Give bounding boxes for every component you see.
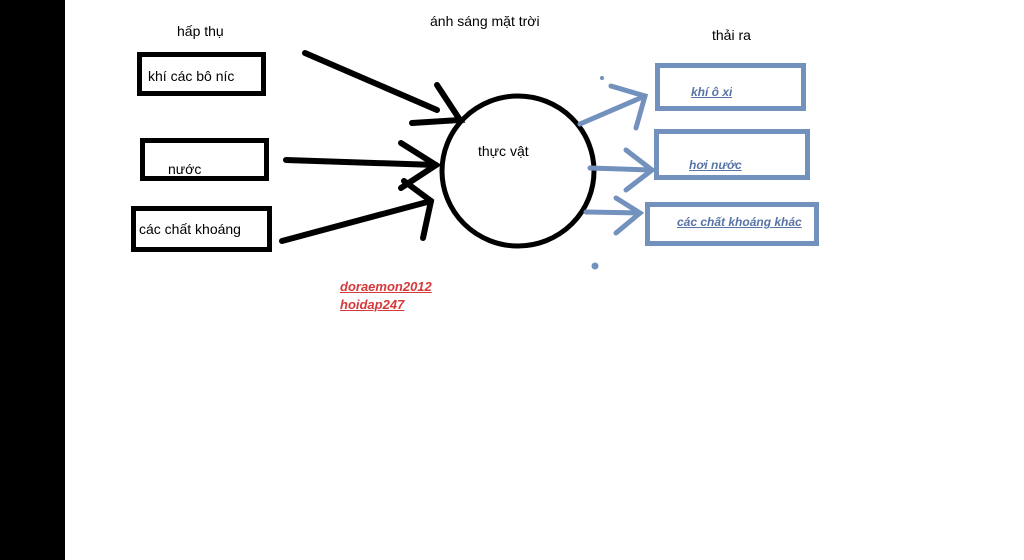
output-label-vapor: hơi nước (689, 158, 742, 172)
sunlight-label: ánh sáng mặt trời (430, 13, 540, 29)
output-box-oxygen: khí ô xi (655, 63, 806, 111)
output-label-minerals-out: các chất khoáng khác (677, 215, 802, 229)
release-label: thải ra (712, 27, 751, 43)
input-arrows (279, 50, 466, 244)
blue-dot-small (600, 76, 604, 80)
output-box-vapor: hơi nước (654, 129, 810, 180)
output-arrow-oxygen-head (608, 83, 649, 131)
input-label-water: nước (168, 161, 202, 177)
input-arrow-minerals (279, 198, 434, 244)
input-box-minerals: các chất khoáng (131, 206, 272, 252)
input-arrow-minerals-head (401, 178, 435, 241)
credit-line-2: hoidap247 (340, 297, 405, 312)
plant-label: thực vật (478, 143, 529, 159)
output-arrow-oxygen (577, 93, 648, 127)
input-label-minerals: các chất khoáng (139, 221, 241, 237)
output-box-minerals-out: các chất khoáng khác (645, 202, 819, 246)
output-arrows (577, 83, 657, 236)
input-arrow-water (283, 157, 439, 168)
input-arrow-co2 (302, 50, 440, 113)
plant-circle (439, 93, 597, 249)
output-label-oxygen: khí ô xi (691, 85, 733, 99)
output-arrow-vapor-head (623, 147, 657, 193)
input-label-co2: khí các bô níc (148, 68, 235, 84)
output-arrow-minerals-out (583, 209, 643, 216)
input-box-water: nước (140, 138, 269, 181)
input-arrow-co2-head (409, 82, 466, 126)
credit-line-1: doraemon2012 (340, 279, 432, 294)
absorb-label: hấp thụ (177, 23, 224, 39)
output-arrow-vapor (587, 165, 655, 173)
output-arrow-minerals-out-head (613, 195, 645, 236)
blue-dot (591, 262, 599, 270)
left-black-bar (0, 0, 65, 560)
input-arrow-water-head (398, 140, 442, 191)
input-box-co2: khí các bô níc (137, 52, 266, 96)
